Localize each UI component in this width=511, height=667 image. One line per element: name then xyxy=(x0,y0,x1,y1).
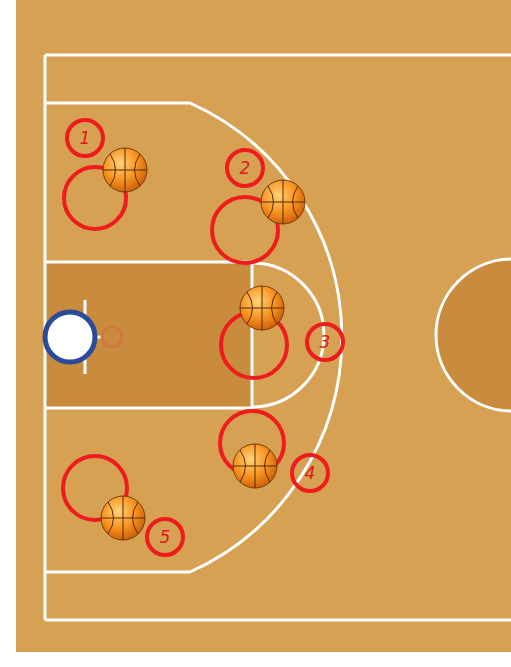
player-number: 3 xyxy=(320,334,331,351)
player-number: 2 xyxy=(240,160,251,177)
basket-marker xyxy=(45,312,95,362)
player-number: 1 xyxy=(80,130,91,147)
basketball xyxy=(101,148,305,540)
player-number: 5 xyxy=(160,529,171,546)
player-number-circle: 5 xyxy=(145,517,185,557)
player-number-circle: 1 xyxy=(65,118,105,158)
center-circle xyxy=(436,259,511,411)
player-number-circle: 3 xyxy=(305,322,345,362)
player-number: 4 xyxy=(305,465,316,482)
court-lines xyxy=(45,55,511,620)
player-number-circle: 4 xyxy=(290,453,330,493)
player-number-circle: 2 xyxy=(225,148,265,188)
